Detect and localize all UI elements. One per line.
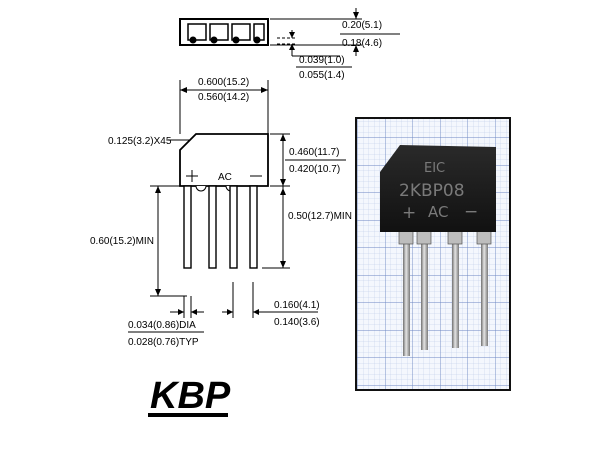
- photo-logo: EIC: [424, 161, 445, 176]
- dim-height-min: 0.18(4.6): [342, 38, 382, 49]
- photo-ac-mark: AC: [428, 203, 448, 221]
- dim-chamfer: 0.125(3.2)X45: [108, 136, 172, 147]
- dim-width-max: 0.600(15.2): [198, 77, 249, 88]
- body-marking-ac: AC: [218, 172, 232, 183]
- front-view-leads: [183, 185, 258, 269]
- dim-pitch-min: 0.140(3.6): [274, 317, 320, 328]
- dim-lead-dia-typ: 0.028(0.76)TYP: [128, 337, 199, 348]
- dim-lead-dia-max: 0.034(0.86)DIA: [128, 320, 196, 331]
- top-view-cavity-1: [187, 23, 207, 41]
- top-view: 0.20(5.1) 0.18(4.6) 0.039(1.0) 0.055(1.4…: [179, 8, 400, 81]
- package-name-underline: [148, 413, 228, 417]
- top-view-cavity-3: [231, 23, 251, 41]
- component-photo: EIC 2KBP08 + AC −: [355, 117, 511, 391]
- photo-plus-sign: +: [402, 203, 416, 223]
- dim-pitch-max: 0.160(4.1): [274, 300, 320, 311]
- dim-body-height-min: 0.420(10.7): [289, 164, 340, 175]
- top-view-pins: [189, 36, 261, 44]
- dim-pin-offset-max: 0.055(1.4): [299, 70, 345, 81]
- photo-minus-sign: −: [464, 202, 478, 222]
- dim-pin-offset-min: 0.039(1.0): [299, 55, 345, 66]
- dim-lead-length-left: 0.60(15.2)MIN: [90, 236, 154, 247]
- photo-part-number: 2KBP08: [399, 181, 465, 201]
- package-name: KBP: [150, 375, 231, 417]
- front-view: 0.600(15.2) 0.560(14.2) 0.125(3.2)X45 AC: [90, 77, 352, 348]
- dim-width-min: 0.560(14.2): [198, 92, 249, 103]
- top-view-cavity-2: [209, 23, 229, 41]
- photo-body: [380, 145, 496, 232]
- dim-height-max: 0.20(5.1): [342, 20, 382, 31]
- dim-body-height-max: 0.460(11.7): [289, 147, 339, 158]
- front-view-body: [179, 133, 269, 187]
- dim-lead-length-right: 0.50(12.7)MIN: [288, 211, 352, 222]
